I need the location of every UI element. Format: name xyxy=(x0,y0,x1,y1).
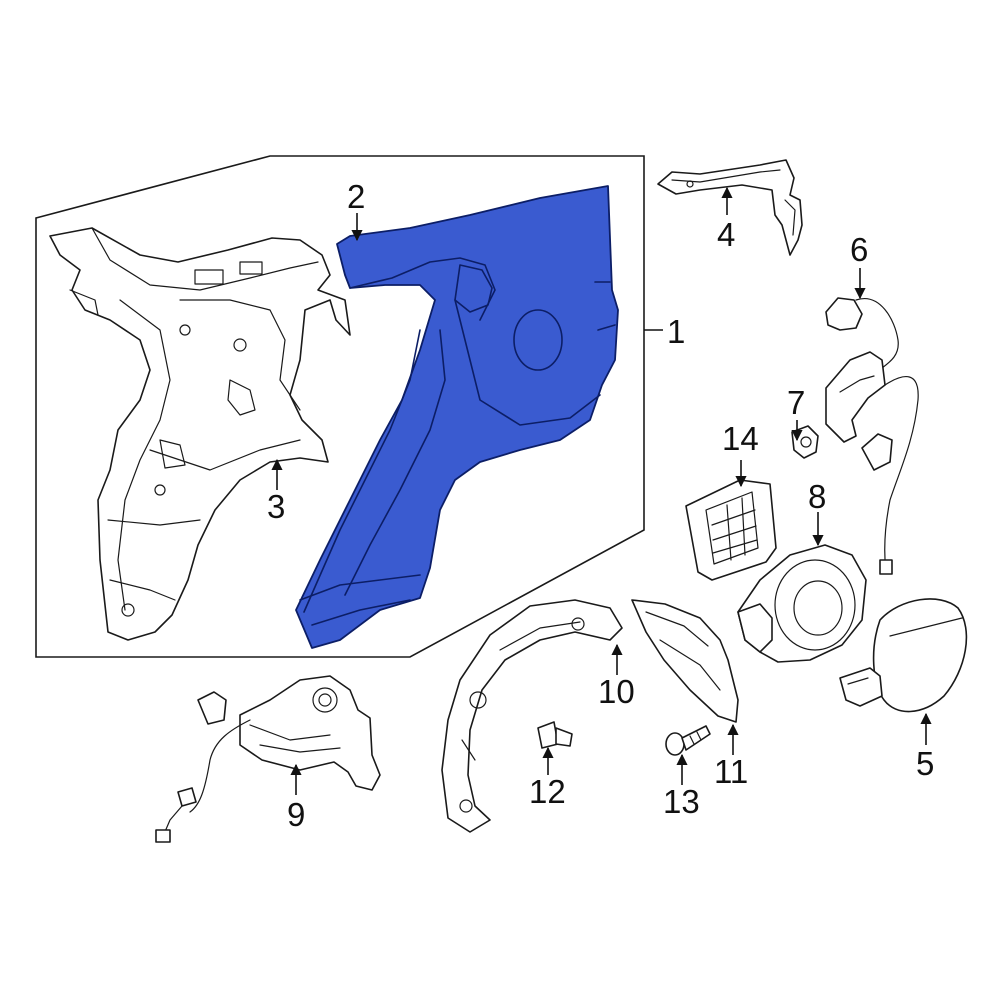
callout-12: 12 xyxy=(529,773,566,810)
callout-11: 11 xyxy=(714,753,748,790)
push-pin-fastener-part[interactable] xyxy=(537,721,573,749)
fuel-door-part[interactable] xyxy=(839,598,968,713)
assembly-group-frame xyxy=(35,155,645,658)
fuel-filler-housing-part[interactable] xyxy=(737,544,867,663)
callout-9: 9 xyxy=(287,796,305,833)
callout-1: 1 xyxy=(667,313,685,350)
quarter-panel-highlighted-part[interactable] xyxy=(295,185,619,649)
liner-splash-part[interactable] xyxy=(631,599,739,723)
callout-8: 8 xyxy=(808,478,826,515)
callout-4: 4 xyxy=(717,216,735,253)
wiring-module-part[interactable] xyxy=(155,675,381,843)
wheelhouse-liner-part[interactable] xyxy=(441,599,623,833)
callout-3: 3 xyxy=(267,488,285,525)
callout-14: 14 xyxy=(722,420,759,457)
callout-13: 13 xyxy=(663,783,700,820)
callout-2: 2 xyxy=(347,178,365,215)
upper-bracket-part[interactable] xyxy=(657,159,803,256)
leader-lines xyxy=(271,186,932,795)
callout-10: 10 xyxy=(598,673,635,710)
fuel-door-actuator-part[interactable] xyxy=(825,297,919,575)
vent-grille-part[interactable] xyxy=(685,479,777,581)
screw-part[interactable] xyxy=(665,725,711,756)
callout-5: 5 xyxy=(916,745,934,782)
callout-7: 7 xyxy=(787,384,805,421)
clip-part[interactable] xyxy=(791,425,819,459)
inner-quarter-panel-part[interactable] xyxy=(49,227,351,641)
callout-6: 6 xyxy=(850,231,868,268)
